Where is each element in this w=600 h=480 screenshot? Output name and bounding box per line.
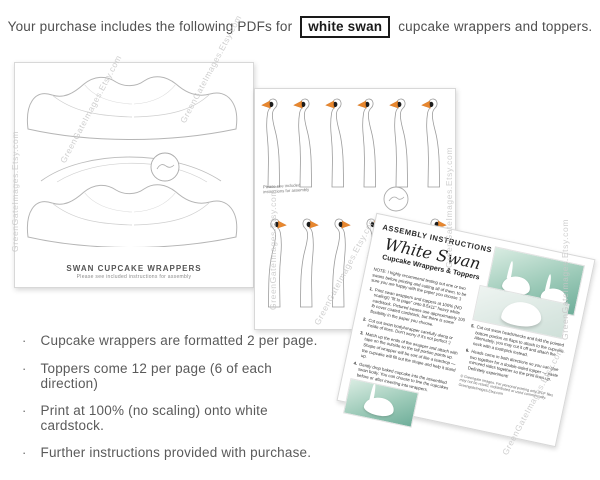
- toppers-pdf-preview: Please see included instructions for ass…: [254, 88, 456, 330]
- wrapper-template-bottom: [26, 184, 238, 247]
- list-item: · Cupcake wrappers are formatted 2 per p…: [22, 333, 332, 349]
- white-swan-badge: white swan: [300, 16, 391, 38]
- swan-topper: [293, 98, 313, 188]
- logo-stamp: [150, 152, 180, 182]
- wrapper-templates-drawing: [26, 76, 238, 247]
- bullet-text: Cupcake wrappers are formatted 2 per pag…: [40, 333, 318, 348]
- swan-topper: [357, 98, 377, 188]
- bullet-text: Print at 100% (no scaling) onto white ca…: [40, 402, 268, 433]
- bullet-text: Toppers come 12 per page (6 of each dire…: [40, 360, 272, 391]
- bullet-dot: ·: [22, 444, 27, 460]
- wrappers-page-subtitle: Please see included instructions for ass…: [76, 274, 192, 280]
- swan-topper: [389, 98, 409, 188]
- swan-toppers-drawing: [261, 98, 447, 308]
- page-title: Your purchase includes the following PDF…: [0, 16, 600, 38]
- bullet-dot: ·: [22, 402, 27, 418]
- wrappers-page-title: SWAN CUPCAKE WRAPPERS: [66, 264, 202, 273]
- wrapper-template-top: [26, 76, 238, 140]
- swan-cupcake-image: [362, 395, 396, 419]
- swan-topper-mirrored: [267, 218, 287, 308]
- swan-topper: [325, 98, 345, 188]
- swan-topper-mirrored: [299, 218, 319, 308]
- swan-topper: [421, 98, 441, 188]
- swan-topper-mirrored: [331, 218, 351, 308]
- bullet-dot: ·: [22, 360, 27, 376]
- feature-list: · Cupcake wrappers are formatted 2 per p…: [22, 333, 332, 472]
- swan-topper: [261, 98, 281, 188]
- wrapper-ring-image: [500, 300, 543, 329]
- list-item: · Further instructions provided with pur…: [22, 445, 332, 461]
- bullet-dot: ·: [22, 333, 27, 348]
- list-item: · Toppers come 12 per page (6 of each di…: [22, 361, 332, 391]
- wrappers-pdf-preview: SWAN CUPCAKE WRAPPERS Please see include…: [14, 62, 254, 288]
- title-prefix: Your purchase includes the following PDF…: [7, 19, 293, 34]
- bullet-text: Further instructions provided with purch…: [40, 444, 312, 460]
- wrapper-template-middle: [40, 156, 222, 182]
- logo-stamp: [383, 186, 409, 212]
- instructions-pdf-preview: ASSEMBLY INSTRUCTIONS White Swan Cupcake…: [336, 212, 596, 448]
- title-suffix: cupcake wrappers and toppers.: [398, 19, 593, 34]
- list-item: · Print at 100% (no scaling) onto white …: [22, 403, 332, 433]
